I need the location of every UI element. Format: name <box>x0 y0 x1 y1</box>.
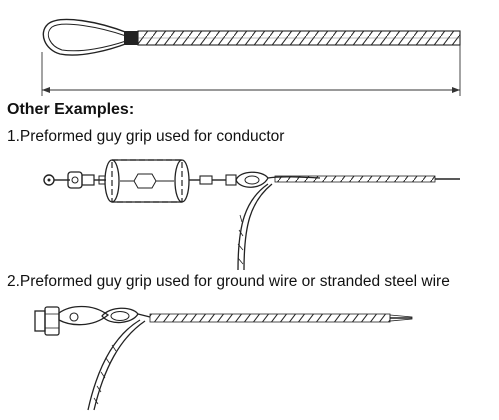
insulator <box>104 159 190 203</box>
grip-loop <box>42 18 129 56</box>
grip-crossover <box>124 31 138 45</box>
example2-caption: 2.Preformed guy grip used for ground wir… <box>7 273 450 290</box>
strand-tail <box>87 319 141 411</box>
conductor-tail <box>237 183 269 271</box>
section-heading: Other Examples: <box>7 101 135 118</box>
grip-leg-main <box>274 175 436 183</box>
length-dimension <box>41 45 461 96</box>
example1-drawing <box>43 159 460 271</box>
anchor-shackle <box>67 171 83 189</box>
grip-leg-ground <box>149 313 391 323</box>
thimble <box>235 171 269 188</box>
example1-caption: 1.Preformed guy grip used for conductor <box>7 128 285 145</box>
example2-drawing <box>34 305 413 411</box>
link-plate <box>58 305 110 326</box>
guy-grip-overview <box>41 18 461 96</box>
